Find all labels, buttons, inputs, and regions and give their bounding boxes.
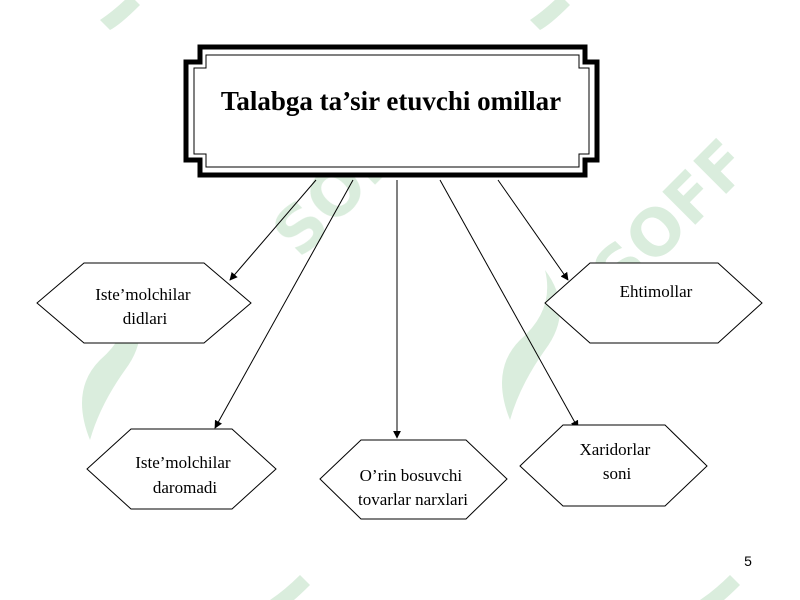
svg-text:Iste’molchilar daromadi: Iste’molchilar daromadi [135, 453, 235, 497]
node-label-line: daromadi [153, 478, 217, 497]
connectors [214, 179, 579, 439]
node-consumer-income: Iste’molchilar daromadi [86, 428, 277, 510]
arrow-to-consumer-tastes [229, 179, 317, 281]
node-expectations: Ehtimollar [544, 262, 763, 344]
arrow-to-buyers-count [439, 179, 579, 429]
svg-text:O’rin bosuvchi tovarlar: O’rin bosuvchi tovarlar narxlari [358, 466, 468, 509]
svg-text:Ehtimollar: Ehtimollar [620, 282, 693, 301]
arrow-to-consumer-income [214, 179, 354, 429]
node-substitute-prices: O’rin bosuvchi tovarlar narxlari [319, 439, 508, 520]
node-label-line: soni [603, 464, 632, 483]
node-label-line: Iste’molchilar [95, 285, 191, 304]
title-box: Talabga ta’sir etuvchi omillar [183, 44, 600, 178]
node-label-line: didlari [123, 309, 168, 328]
arrow-to-expectations [497, 179, 569, 281]
node-label-line: Ehtimollar [620, 282, 693, 301]
node-label-line: O’rin bosuvchi [360, 466, 463, 485]
node-label-line: Iste’molchilar [135, 453, 231, 472]
node-buyers-count: Xaridorlar soni [519, 424, 708, 507]
page-number: 5 [744, 553, 752, 569]
diagram-title: Talabga ta’sir etuvchi omillar [221, 86, 561, 116]
node-label-line: Xaridorlar [579, 440, 650, 459]
svg-text:Xaridorlar soni: Xaridorlar soni [579, 440, 654, 483]
svg-text:Iste’molchilar didlari: Iste’molchilar didlari [95, 285, 195, 328]
node-label-line: tovarlar narxlari [358, 490, 468, 509]
node-consumer-tastes: Iste’molchilar didlari [36, 262, 252, 344]
